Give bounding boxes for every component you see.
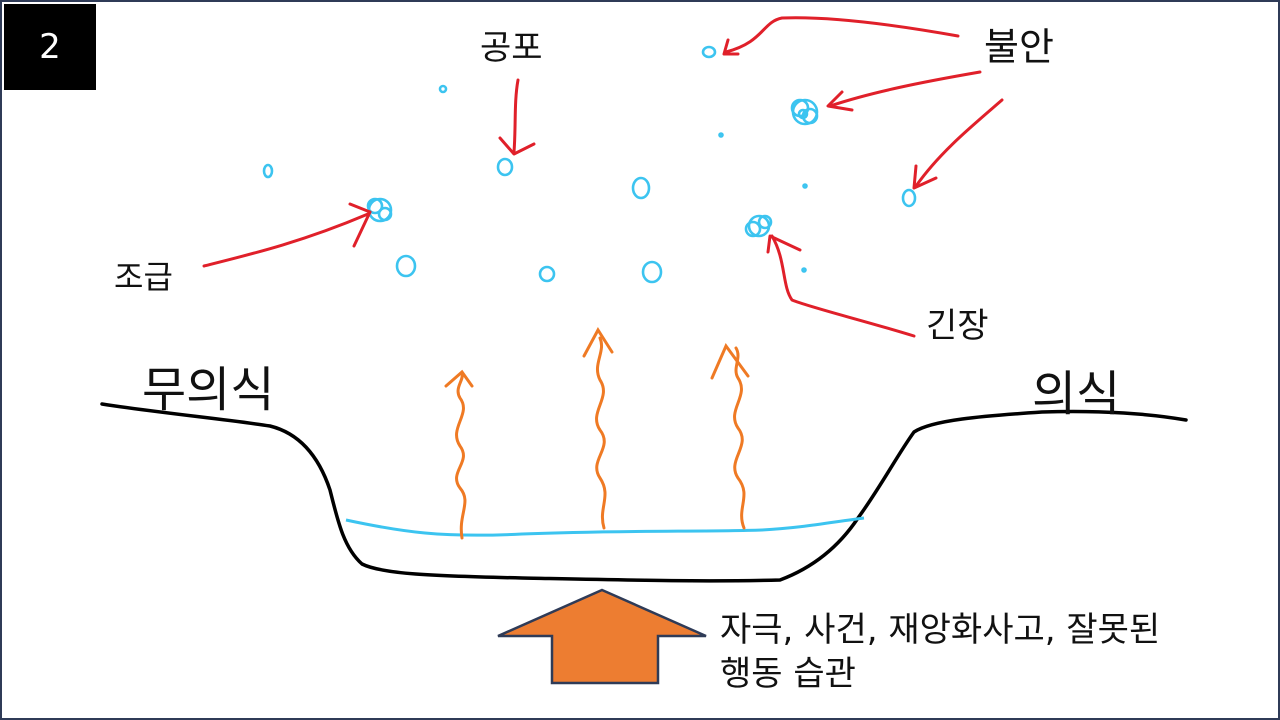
- rising-arrow-right: [733, 346, 746, 530]
- slide-number: 2: [39, 27, 61, 67]
- bubbles: [262, 45, 917, 284]
- label-conscious: 의식: [1032, 366, 1121, 422]
- water-line: [345, 516, 865, 537]
- stimulus-caption: 자극, 사건, 재앙화사고, 잘못된 행동 습관: [720, 608, 1160, 696]
- rising-arrow-middle: [595, 336, 607, 530]
- rising-arrow-left: [455, 372, 467, 540]
- bubble: [262, 163, 274, 179]
- bubble: [701, 45, 717, 59]
- label-tension: 긴장: [926, 306, 989, 346]
- rising-arrow-middle-head: [582, 327, 614, 358]
- rising-arrow-right-head: [710, 343, 750, 380]
- label-impatience: 조급: [114, 258, 173, 296]
- pointer-arrow-tension-head: [766, 234, 802, 254]
- pointer-arrow-fear-head: [498, 136, 536, 156]
- pointer-arrow-tension: [770, 234, 916, 338]
- bubble-cluster-anxiety: [790, 98, 819, 126]
- bubble: [641, 260, 663, 284]
- label-unconscious: 무의식: [142, 362, 275, 418]
- pointer-arrow-anxiety-low-head: [912, 164, 938, 190]
- label-fear: 공포: [480, 28, 543, 68]
- bubble-cluster-impatience: [366, 197, 393, 223]
- bubble-dot: [802, 183, 808, 189]
- slide-number-badge: 2: [4, 4, 96, 90]
- pointer-arrow-impatience-head: [348, 202, 372, 248]
- stimulus-caption-line2: 행동 습관: [720, 654, 856, 694]
- stimulus-caption-line1: 자극, 사건, 재앙화사고, 잘못된: [720, 610, 1161, 650]
- bubble: [901, 188, 917, 208]
- pointer-arrow-anxiety-top: [724, 16, 960, 54]
- pointer-arrow-anxiety-mid-head: [826, 90, 854, 112]
- pointer-arrows: [202, 16, 1004, 338]
- bubble: [395, 254, 417, 278]
- rising-arrow-left-head: [444, 369, 474, 388]
- pit-outline: [100, 402, 1188, 583]
- label-anxiety: 불안: [984, 25, 1054, 69]
- pointer-arrow-anxiety-low: [914, 98, 1004, 188]
- rising-arrows: [444, 327, 750, 540]
- stimulus-arrow: [497, 588, 707, 685]
- bubble-dot: [801, 267, 807, 273]
- bubble: [496, 157, 514, 177]
- bubble: [438, 84, 448, 94]
- pointer-arrow-impatience: [202, 212, 370, 268]
- bubble: [631, 176, 651, 200]
- bubble-cluster-tension: [744, 214, 773, 238]
- pointer-arrow-anxiety-top-head: [722, 38, 740, 56]
- pointer-arrow-anxiety-mid: [828, 70, 982, 108]
- bubble-dot: [718, 132, 724, 138]
- bubble: [538, 265, 556, 283]
- pointer-arrow-fear: [512, 78, 520, 154]
